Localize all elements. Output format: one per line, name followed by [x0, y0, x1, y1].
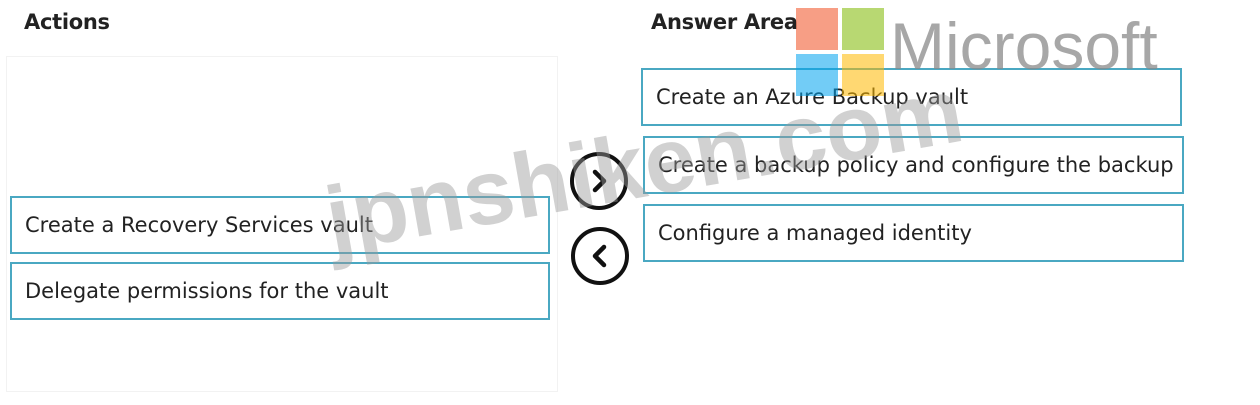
microsoft-wordmark: Microsoft — [890, 9, 1158, 83]
chevron-right-icon — [592, 169, 607, 193]
action-item-delegate-permissions[interactable]: Delegate permissions for the vault — [10, 262, 550, 320]
microsoft-logo-icon — [796, 8, 886, 98]
action-item-create-recovery-services-vault[interactable]: Create a Recovery Services vault — [10, 196, 550, 254]
answer-item-create-azure-backup-vault[interactable]: Create an Azure Backup vault — [641, 68, 1182, 126]
answer-item-configure-managed-identity[interactable]: Configure a managed identity — [643, 204, 1184, 262]
logo-square-red — [796, 8, 838, 50]
actions-heading: Actions — [24, 10, 110, 34]
move-left-button[interactable] — [571, 227, 629, 285]
answer-area-heading: Answer Area — [651, 10, 798, 34]
logo-square-yellow — [842, 54, 884, 96]
chevron-left-icon — [592, 244, 607, 268]
actions-panel — [6, 56, 558, 392]
logo-square-blue — [796, 54, 838, 96]
move-right-button[interactable] — [570, 152, 628, 210]
answer-item-create-backup-policy[interactable]: Create a backup policy and configure the… — [643, 136, 1184, 194]
logo-square-green — [842, 8, 884, 50]
